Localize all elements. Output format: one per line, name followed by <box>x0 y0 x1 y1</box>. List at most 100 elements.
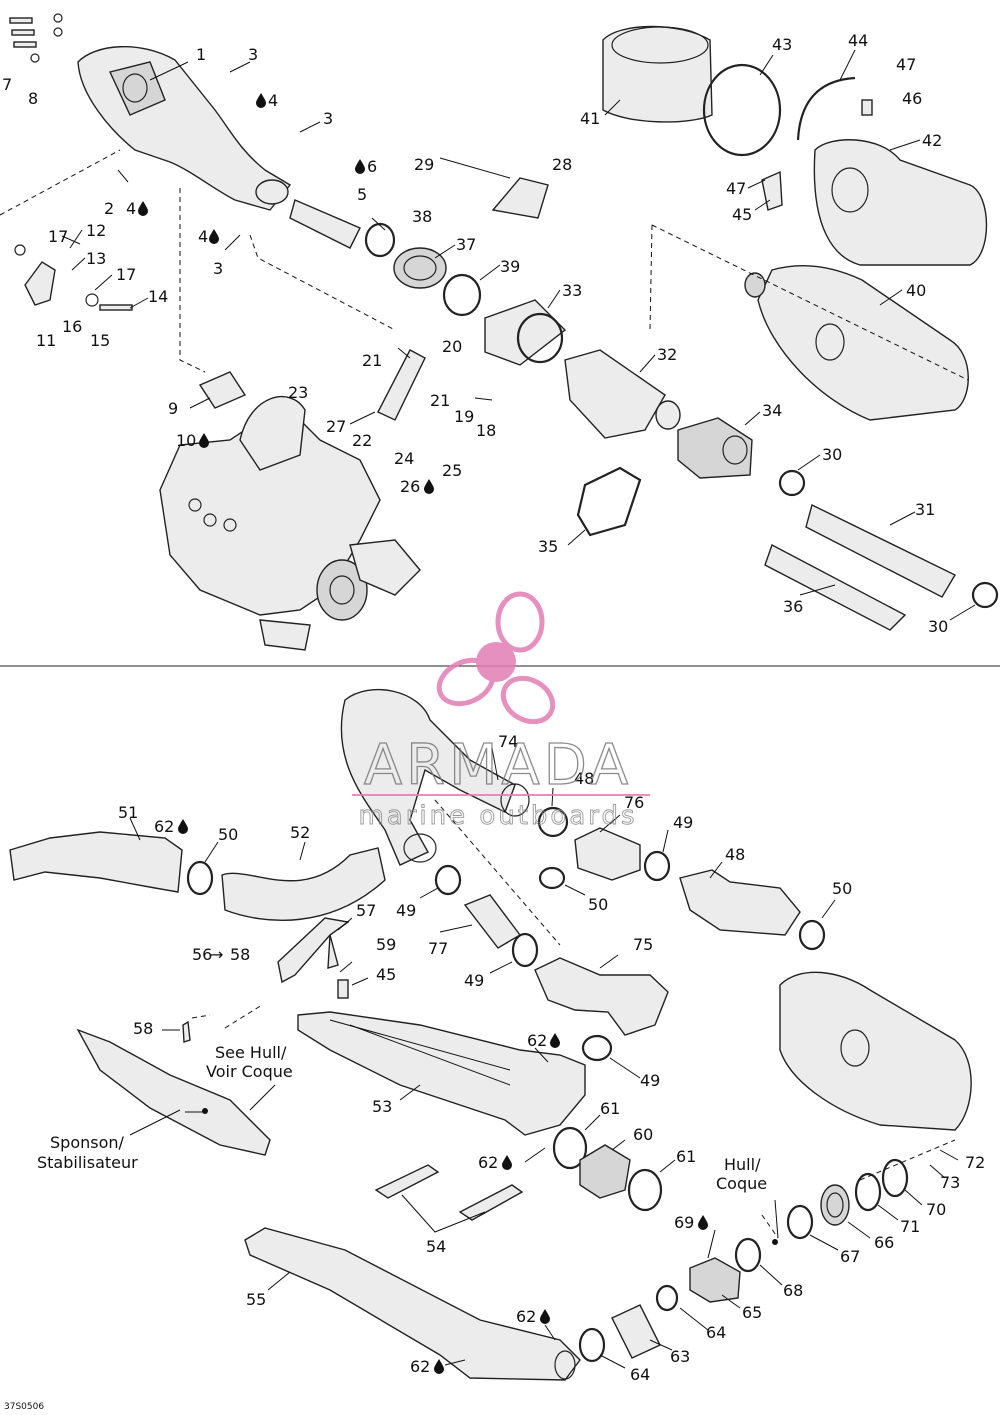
callout-45-a: 45 <box>732 205 752 224</box>
callout-49-b: 49 <box>396 901 416 920</box>
part-64-clamp-a <box>655 1284 679 1312</box>
callout-70: 70 <box>926 1200 946 1219</box>
callout-21-b: 21 <box>430 391 450 410</box>
callout-62-d: 62 <box>516 1307 536 1326</box>
callout-74: 74 <box>498 732 518 751</box>
callout-50-a: 50 <box>218 825 238 844</box>
part-55-exhaust-tube <box>244 1227 581 1381</box>
callout-40: 40 <box>906 281 926 300</box>
callout-10: 10 <box>176 431 196 450</box>
callout-18: 18 <box>476 421 496 440</box>
callout-43: 43 <box>772 35 792 54</box>
part-54-pad-b <box>458 1184 524 1221</box>
callout-55: 55 <box>246 1290 266 1309</box>
part-22-bracket <box>377 349 426 421</box>
callout-26: 26 <box>400 477 420 496</box>
part-54-pad-a <box>374 1164 440 1199</box>
callout-32: 32 <box>657 345 677 364</box>
part-44-strap <box>796 76 856 141</box>
drop-icon <box>178 819 188 834</box>
drop-icons <box>138 93 708 1374</box>
callout-13: 13 <box>86 249 106 268</box>
note-hull-line1: Hull/ <box>724 1155 761 1174</box>
propeller-logo-icon <box>436 591 556 725</box>
part-45-bracket <box>761 170 783 211</box>
engine-assembly <box>159 349 426 651</box>
part-61-clamp-b <box>627 1168 663 1212</box>
callouts: 1 3 4 3 7 8 6 5 29 28 2 4 38 17 12 4 3 3… <box>2 31 985 1384</box>
callout-47-b: 47 <box>726 179 746 198</box>
part-9-gasket <box>198 371 247 409</box>
callout-28: 28 <box>552 155 572 174</box>
part-76-elbow <box>574 827 641 881</box>
callout-14: 14 <box>148 287 168 306</box>
part-37-coupler <box>393 247 447 289</box>
part-1-outlet <box>255 179 289 205</box>
callout-56: 56 <box>192 945 212 964</box>
callout-49-d: 49 <box>640 1071 660 1090</box>
callout-61-a: 61 <box>600 1099 620 1118</box>
part-49-clamp-a <box>434 864 462 896</box>
callout-50-c: 50 <box>832 879 852 898</box>
drop-icon <box>502 1155 512 1170</box>
callout-48-b: 48 <box>725 845 745 864</box>
part-58-bracket <box>182 1020 191 1043</box>
callout-19: 19 <box>454 407 474 426</box>
callout-20: 20 <box>442 337 462 356</box>
notes: See Hull/ Voir Coque Sponson/ Stabilisat… <box>4 1043 778 1412</box>
callout-16: 16 <box>62 317 82 336</box>
note-sponson-line2: Stabilisateur <box>37 1153 138 1172</box>
callout-22: 22 <box>352 431 372 450</box>
callout-7: 7 <box>2 75 12 94</box>
part-38-clamp <box>364 222 396 258</box>
callout-46: 46 <box>902 89 922 108</box>
callout-68: 68 <box>783 1281 803 1300</box>
drop-icon <box>540 1309 550 1324</box>
callout-29: 29 <box>414 155 434 174</box>
bolts-7-8 <box>9 13 63 63</box>
part-lower-muffler <box>779 971 972 1131</box>
part-31-hose <box>805 503 956 598</box>
callout-35: 35 <box>538 537 558 556</box>
part-42-muffler <box>813 139 988 266</box>
callout-45-b: 45 <box>376 965 396 984</box>
callout-9: 9 <box>168 399 178 418</box>
part-66-outlet <box>820 1184 850 1226</box>
drop-icon <box>424 479 434 494</box>
callout-58-a: 58 <box>230 945 250 964</box>
callout-49-c: 49 <box>464 971 484 990</box>
part-34-coupler <box>677 417 753 479</box>
part-57-bracket <box>277 917 350 984</box>
callout-75: 75 <box>633 935 653 954</box>
drawing-code: 37S0506 <box>4 1402 44 1412</box>
callout-62-a: 62 <box>154 817 174 836</box>
callout-54: 54 <box>426 1237 446 1256</box>
callout-21-a: 21 <box>362 351 382 370</box>
callout-3-c: 3 <box>213 259 223 278</box>
callout-39: 39 <box>500 257 520 276</box>
callout-62-e: 62 <box>410 1357 430 1376</box>
part-50-clamp-a <box>186 860 214 896</box>
part-53-waterbox <box>297 1011 586 1136</box>
part-75-elbow <box>534 957 669 1036</box>
part-49-clamp-d <box>643 850 671 882</box>
callout-57: 57 <box>356 901 376 920</box>
hull-point <box>772 1239 778 1245</box>
callout-50-b: 50 <box>588 895 608 914</box>
part-77-pipe <box>463 894 522 949</box>
note-sponson-line1: Sponson/ <box>50 1133 125 1152</box>
part-32-resonator <box>564 349 666 439</box>
callout-24: 24 <box>394 449 414 468</box>
callout-62-b: 62 <box>527 1031 547 1050</box>
drop-icon <box>698 1215 708 1230</box>
callout-56-arrow: → <box>210 945 223 964</box>
callout-52: 52 <box>290 823 310 842</box>
note-hull-line2: Coque <box>716 1174 767 1193</box>
drop-icon <box>355 159 365 174</box>
note-see-hull-line2: Voir Coque <box>206 1062 293 1081</box>
callout-4-a: 4 <box>268 91 278 110</box>
callout-77: 77 <box>428 939 448 958</box>
part-50-clamp-c <box>798 919 826 951</box>
sponson <box>76 1028 271 1156</box>
part-39-clamp <box>442 273 482 317</box>
